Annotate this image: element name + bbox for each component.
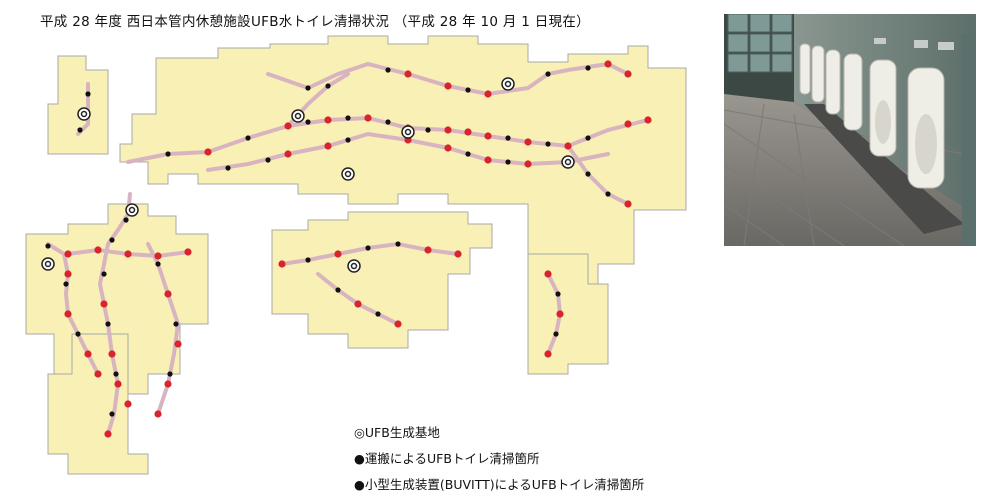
land-areas bbox=[25, 35, 687, 475]
route-map: ◎UFB生成基地 ●運搬によるUFBトイレ清掃箇所 ●小型生成装置(BUVITT… bbox=[8, 34, 698, 492]
route-kyushu-main bbox=[97, 192, 132, 436]
legend-black: ●運搬によるUFBトイレ清掃箇所 bbox=[354, 444, 644, 470]
legend-base: ◎UFB生成基地 bbox=[354, 418, 644, 444]
map-legend: ◎UFB生成基地 ●運搬によるUFBトイレ清掃箇所 ●小型生成装置(BUVITT… bbox=[354, 418, 644, 496]
restroom-urinals-photo bbox=[724, 14, 976, 246]
map-canvas bbox=[25, 35, 687, 475]
base-markers bbox=[41, 77, 575, 273]
legend-black-text: ●運搬によるUFBトイレ清掃箇所 bbox=[354, 450, 540, 466]
land-okinawa-inset bbox=[47, 55, 109, 155]
route-kansai bbox=[526, 61, 630, 90]
photo-drawing bbox=[724, 14, 976, 246]
route-hokuriku bbox=[566, 144, 630, 206]
page-title: 平成 28 年度 西日本管内休憩施設UFB水トイレ清掃状況 （平成 28 年 1… bbox=[40, 14, 590, 30]
land-kyushu-south bbox=[47, 333, 149, 475]
legend-red: ●小型生成装置(BUVITT)によるUFBトイレ清掃箇所 bbox=[354, 470, 644, 496]
land-mainland bbox=[119, 35, 687, 285]
legend-base-text: ◎UFB生成基地 bbox=[354, 424, 440, 440]
legend-red-text: ●小型生成装置(BUVITT)によるUFBトイレ清掃箇所 bbox=[354, 476, 645, 492]
route-kyushu-west bbox=[46, 242, 100, 376]
black-markers bbox=[45, 65, 611, 417]
land-kii bbox=[527, 253, 609, 375]
land-shikoku bbox=[271, 211, 493, 349]
red-markers bbox=[64, 60, 652, 438]
